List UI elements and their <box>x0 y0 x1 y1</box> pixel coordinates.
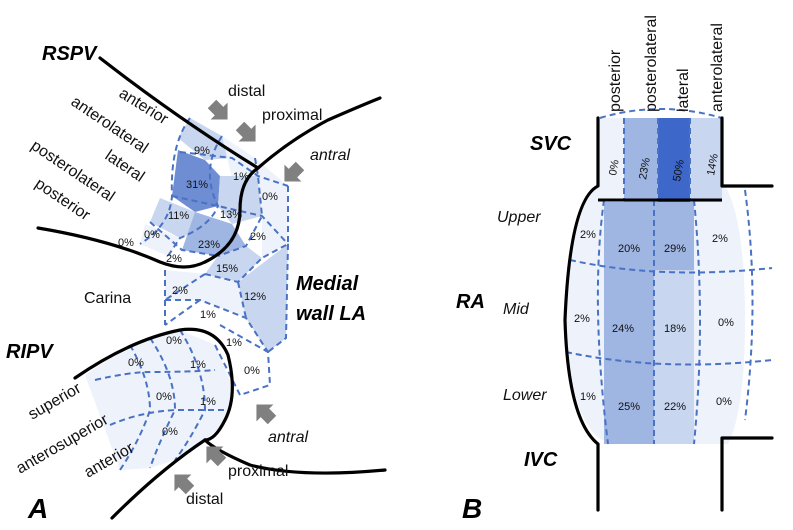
svc-posterolateral-region <box>624 118 658 202</box>
rspv-lower-wall <box>36 226 207 269</box>
svc-anterolateral-value: 14% <box>705 153 721 177</box>
ra-col-posterior-region <box>565 186 612 440</box>
ra-lower-anterolateral-value: 0% <box>716 396 732 408</box>
distal-top-label: distal <box>228 83 265 100</box>
ra-lower-posterior-value: 1% <box>580 391 596 403</box>
ripv-a1-value: 1% <box>226 337 242 349</box>
svc-lateral-region <box>658 118 690 202</box>
medial-main-value: 12% <box>244 291 266 303</box>
svc-lateral-value: 50% <box>671 159 687 183</box>
rspv-ostium-wall <box>203 166 260 264</box>
proximal-top-arrow-icon <box>231 117 265 151</box>
ripv-upper-wall <box>73 327 234 442</box>
svc-posterolateral-value: 23% <box>637 157 653 181</box>
medial-wall-label-1: Medial <box>296 273 359 295</box>
rspv-antral-anterior-value: 0% <box>262 191 278 203</box>
ripv-lower-wall <box>110 438 207 520</box>
rspv-antral-region <box>255 158 288 258</box>
ripv-d2-value: 0% <box>166 335 182 347</box>
panel-b: SVC RA IVC B Upper Mid Lower posterior p… <box>456 15 774 524</box>
svc-label: SVC <box>530 133 572 155</box>
rspv-prox-posterior-value: 0% <box>118 237 134 249</box>
antral-top-label: antral <box>310 147 350 164</box>
ra-upper-posterolateral-value: 20% <box>618 243 640 255</box>
svc-posterior-region <box>600 118 624 202</box>
rspv-label: RSPV <box>42 43 98 65</box>
ra-lower-lateral-value: 22% <box>664 401 686 413</box>
ivc-label: IVC <box>524 449 558 471</box>
col-anterolateral-label: anterolateral <box>709 23 726 112</box>
ripv-p1-value: 1% <box>190 359 206 371</box>
rspv-prox-post2-value: 2% <box>166 253 182 265</box>
ripv-region <box>85 330 232 470</box>
ripv-p2-value: 1% <box>200 396 216 408</box>
rspv-distal-posterolateral-value: 11% <box>168 210 189 222</box>
row-upper-label: Upper <box>497 209 541 226</box>
distal-top-arrow-icon <box>203 95 237 129</box>
svc-left-wall <box>563 116 600 512</box>
ra-mid-posterior-value: 2% <box>574 313 590 325</box>
rspv-upper-wall <box>98 56 260 170</box>
ra-upper-posterior-value: 2% <box>580 229 596 241</box>
ivc-right-wall <box>720 436 774 512</box>
svc-right-wall <box>720 116 774 188</box>
rspv-prox-posterolateral-value: 23% <box>198 239 220 251</box>
ripv-label: RIPV <box>6 341 54 363</box>
panel-b-grid <box>565 108 773 445</box>
col-posterolateral-label: posterolateral <box>643 15 660 112</box>
svc-posterior-value: 0% <box>607 159 622 177</box>
antral-bottom-label: antral <box>268 429 308 446</box>
ra-lower-posterolateral-value: 25% <box>618 401 640 413</box>
rspv-antral-lateral-value: 2% <box>250 231 266 243</box>
medial-low-value: 1% <box>200 309 216 321</box>
ripv-d3-value: 0% <box>156 391 172 403</box>
medial-carina-region <box>165 270 246 318</box>
medial-main-region <box>238 244 288 352</box>
ra-upper-lateral-value: 29% <box>664 243 686 255</box>
medial-upper-value: 15% <box>216 263 238 275</box>
col-lateral-label: lateral <box>675 68 692 112</box>
ra-col-anterolateral-region <box>694 186 745 444</box>
rspv-distal-anterior-value: 9% <box>194 145 210 157</box>
ripv-p3-value: 0% <box>162 426 178 438</box>
rspv-upper-antral-wall <box>256 96 382 170</box>
ra-mid-lateral-value: 18% <box>664 323 686 335</box>
panel-a-grid <box>94 117 289 471</box>
row-lower-label: Lower <box>503 387 547 404</box>
proximal-bottom-label: proximal <box>228 463 288 480</box>
rspv-prox-posterolateral-region <box>182 212 246 256</box>
ripv-side-superior: superior <box>26 380 85 424</box>
distal-bottom-label: distal <box>186 491 223 508</box>
ra-upper-anterolateral-value: 2% <box>712 233 728 245</box>
rspv-prox-anterior-value: 1% <box>233 171 249 183</box>
ra-mid-anterolateral-value: 0% <box>718 317 734 329</box>
rspv-distal-lateral-value: 31% <box>186 179 208 191</box>
ra-mid-posterolateral-value: 24% <box>612 323 634 335</box>
proximal-top-label: proximal <box>262 107 322 124</box>
panel-b-letter: B <box>462 493 482 524</box>
rspv-distal-lateral-region <box>172 150 220 212</box>
rspv-distal-posterior-value: 0% <box>144 229 160 241</box>
ra-posterolateral-lower-region <box>604 370 654 444</box>
medial-wall-label-2: wall LA <box>296 303 366 325</box>
rspv-distal-anterior-region <box>178 118 232 160</box>
rspv-prox-lateral-value: 13% <box>220 209 242 221</box>
row-mid-label: Mid <box>503 301 530 318</box>
panel-a-letter: A <box>27 493 48 524</box>
carina-label: Carina <box>84 290 131 307</box>
ripv-d1-value: 0% <box>128 357 144 369</box>
ra-label: RA <box>456 291 485 313</box>
ra-lateral-upper-region <box>654 200 694 270</box>
ripv-a2-value: 0% <box>244 365 260 377</box>
panel-a: RSPV RIPV A Carina Medial wall LA distal… <box>6 43 387 524</box>
medial-upper-region <box>205 246 262 282</box>
medial-carina-value: 2% <box>172 285 188 297</box>
rspv-distal-posterior-region <box>140 224 180 256</box>
svc-anterolateral-region <box>690 118 722 202</box>
col-posterior-label: posterior <box>607 49 624 112</box>
antral-bottom-arrow-icon <box>247 395 281 429</box>
